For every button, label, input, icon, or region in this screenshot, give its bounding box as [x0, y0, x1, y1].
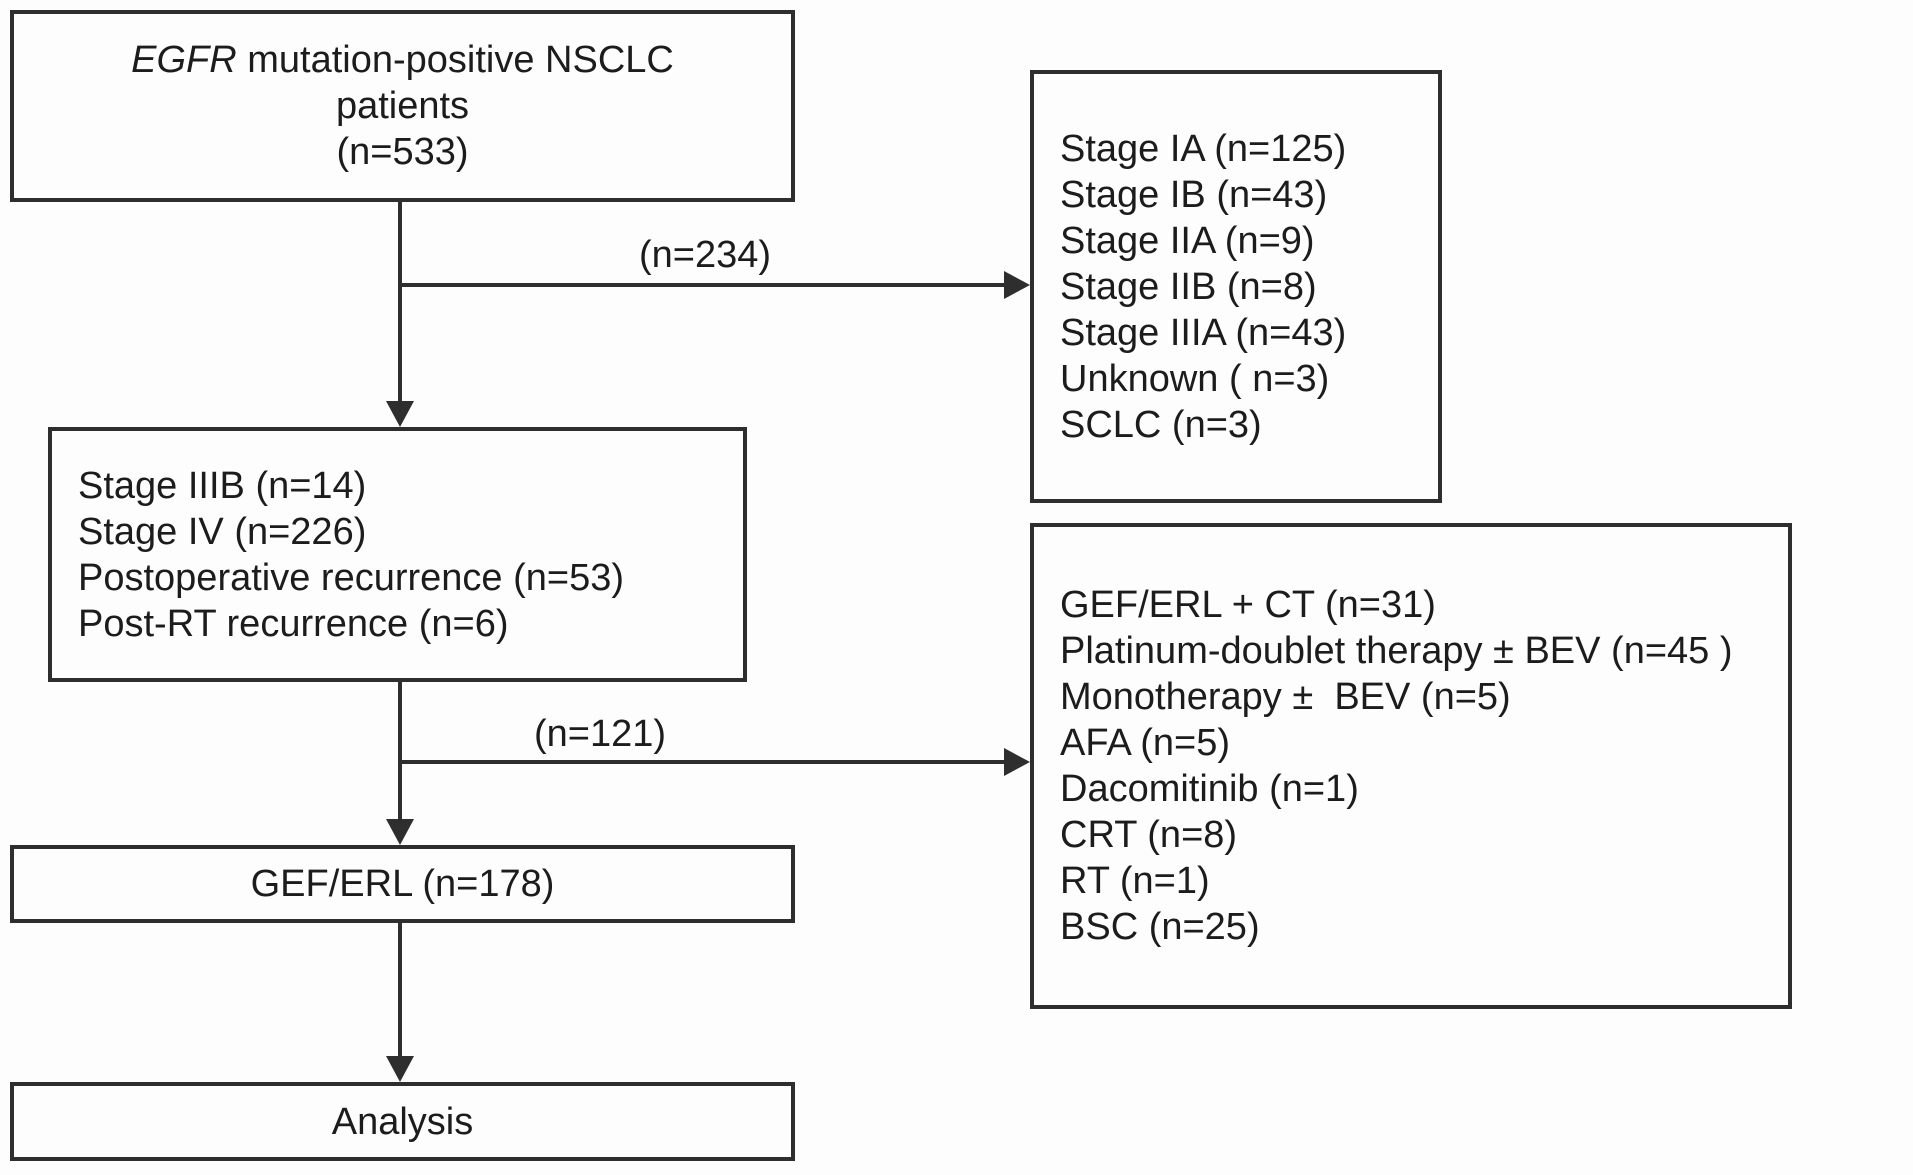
edge-label-excluded-count: (n=234)	[638, 234, 772, 276]
box-label: GEF/ERL (n=178)	[250, 863, 555, 905]
list-item: Postoperative recurrence (n=53)	[78, 556, 625, 599]
box-gef-erl: GEF/ERL (n=178)	[10, 845, 795, 923]
arrowhead-right-other-treatments	[1004, 748, 1030, 776]
list-item: Stage IA (n=125)	[1060, 127, 1347, 170]
box-label: Analysis	[331, 1100, 474, 1143]
list-item: AFA (n=5)	[1060, 722, 1231, 764]
box-analysis: Analysis	[10, 1082, 795, 1161]
list-item: Unknown ( n=3)	[1060, 357, 1330, 400]
box-egfr-patients: EGFR mutation-positive NSCLC patients (n…	[10, 10, 795, 202]
edge-label-other-treatment-count: (n=121)	[533, 713, 667, 755]
list-item: CRT (n=8)	[1060, 814, 1238, 856]
list-item: RT (n=1)	[1060, 860, 1210, 902]
box-title-rest: mutation-positive NSCLC	[236, 39, 674, 81]
list-item: Stage IIB (n=8)	[1060, 265, 1317, 308]
connector-branch-other-treatments	[400, 760, 1006, 764]
list-item: Platinum-doublet therapy ± BEV (n=45 )	[1060, 630, 1733, 672]
connector-advanced-to-gef	[398, 682, 402, 825]
list-item: Dacomitinib (n=1)	[1060, 768, 1359, 810]
box-excluded-stages: Stage IA (n=125) Stage IB (n=43) Stage I…	[1030, 70, 1442, 503]
list-item: Post-RT recurrence (n=6)	[78, 602, 509, 645]
list-item: Monotherapy ± BEV (n=5)	[1060, 676, 1511, 718]
box-other-treatments: GEF/ERL + CT (n=31) Platinum-doublet the…	[1030, 523, 1792, 1009]
arrowhead-down-gef	[386, 819, 414, 845]
arrowhead-right-excluded	[1004, 271, 1030, 299]
list-item: Stage IIIB (n=14)	[78, 464, 367, 507]
box-title-line: EGFR mutation-positive NSCLC	[131, 37, 674, 83]
list-item: GEF/ERL + CT (n=31)	[1060, 584, 1436, 626]
list-item: Stage IIIA (n=43)	[1060, 311, 1347, 354]
connector-branch-excluded	[400, 283, 1006, 287]
box-title-line: patients	[335, 85, 470, 127]
list-item: SCLC (n=3)	[1060, 403, 1262, 446]
patient-count: (n=533)	[336, 131, 469, 173]
list-item: Stage IB (n=43)	[1060, 173, 1328, 216]
list-item: Stage IV (n=226)	[78, 510, 367, 553]
arrowhead-down-advanced	[386, 401, 414, 427]
list-item: BSC (n=25)	[1060, 906, 1260, 948]
arrowhead-down-analysis	[386, 1056, 414, 1082]
connector-gef-to-analysis	[398, 923, 402, 1062]
gene-name-italic: EGFR	[131, 39, 237, 81]
list-item: Stage IIA (n=9)	[1060, 219, 1315, 262]
box-advanced-disease: Stage IIIB (n=14) Stage IV (n=226) Posto…	[48, 427, 747, 682]
connector-top-to-advanced	[398, 202, 402, 407]
